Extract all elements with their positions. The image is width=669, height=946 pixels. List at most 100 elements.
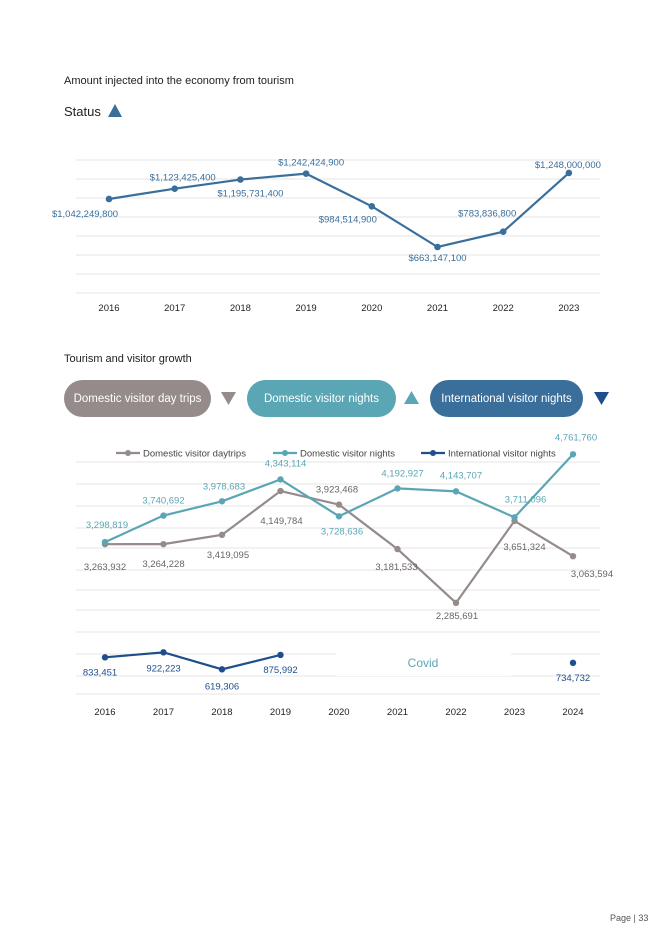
data-label: $1,242,424,900 [278, 158, 344, 169]
x-tick-label: 2020 [328, 707, 349, 718]
x-tick-label: 2022 [493, 303, 514, 314]
x-tick-label: 2021 [427, 303, 448, 314]
data-point [277, 487, 284, 495]
data-label: 4,143,707 [440, 470, 482, 481]
data-label: 4,192,927 [381, 468, 423, 479]
page-number: Page | 33 [610, 913, 649, 923]
data-point [511, 514, 518, 521]
x-tick-label: 2024 [562, 707, 583, 718]
data-label: 3,651,324 [503, 542, 545, 553]
x-tick-label: 2020 [361, 303, 382, 314]
data-label: 3,298,819 [86, 520, 128, 531]
pill-international-nights: International visitor nights [430, 380, 583, 417]
section-heading-economy: Amount injected into the economy from to… [64, 75, 294, 87]
data-label: 833,451 [83, 667, 117, 678]
data-label: 3,978,683 [203, 481, 245, 492]
x-tick-label: 2017 [153, 707, 174, 718]
data-label: $663,147,100 [408, 253, 466, 264]
data-point [434, 243, 441, 251]
legend-marker [282, 450, 288, 456]
data-label: 3,923,468 [316, 485, 358, 496]
data-label: 3,711,096 [505, 494, 547, 505]
x-tick-label: 2018 [211, 707, 232, 718]
data-point [569, 552, 577, 560]
data-point [277, 476, 284, 483]
x-tick-label: 2022 [445, 707, 466, 718]
data-label: 922,223 [146, 663, 180, 674]
legend-label: Domestic visitor nights [300, 449, 395, 460]
data-point [335, 501, 343, 508]
covid-annotation: Covid [408, 656, 439, 670]
legend-marker [430, 450, 436, 456]
status-label: Status [64, 104, 101, 119]
data-point [160, 540, 167, 548]
data-point [394, 545, 401, 553]
data-point [101, 654, 109, 661]
data-label: $1,195,731,400 [217, 189, 283, 200]
trend-up-icon [108, 104, 122, 117]
data-point [218, 531, 226, 539]
covid-band [336, 650, 511, 676]
data-label: $1,248,000,000 [535, 160, 601, 171]
data-label: $783,836,800 [458, 209, 516, 220]
x-tick-label: 2019 [270, 707, 291, 718]
data-label: 4,761,760 [555, 432, 597, 443]
data-label: 4,149,784 [260, 516, 302, 527]
data-label: 734,732 [556, 673, 590, 684]
data-label: 4,343,114 [265, 458, 307, 469]
data-point [499, 228, 507, 236]
x-tick-label: 2016 [94, 707, 115, 718]
data-label: 3,263,932 [84, 562, 126, 573]
legend-marker [125, 450, 131, 456]
data-point [237, 176, 244, 183]
trend-up-icon [404, 391, 419, 404]
x-tick-label: 2016 [98, 303, 119, 314]
section-heading-growth: Tourism and visitor growth [64, 353, 192, 365]
pill-domestic-nights: Domestic visitor nights [247, 380, 396, 417]
data-point [569, 659, 577, 667]
economy-line-chart: $1,042,249,800 $1,123,425,400$1,195,731,4… [52, 158, 601, 314]
data-point [218, 498, 226, 505]
data-point [160, 512, 167, 519]
pill-domestic-day-trips: Domestic visitor day trips [64, 380, 211, 417]
data-label: 3,728,636 [321, 526, 363, 537]
data-label: $1,042,249,800 [52, 209, 118, 220]
data-label: 2,285,691 [436, 611, 478, 622]
x-tick-label: 2019 [296, 303, 317, 314]
data-point [105, 195, 113, 203]
data-label: $984,514,900 [319, 214, 377, 225]
legend-label: International visitor nights [448, 449, 556, 460]
data-point [277, 651, 284, 659]
trend-down-icon [594, 392, 609, 405]
data-point [218, 666, 226, 673]
data-point [302, 170, 310, 177]
data-label: 875,992 [263, 665, 297, 676]
data-point [394, 485, 401, 492]
x-tick-label: 2018 [230, 303, 251, 314]
x-tick-label: 2023 [504, 707, 525, 718]
data-label: 3,264,228 [142, 559, 184, 570]
x-tick-label: 2017 [164, 303, 185, 314]
data-label: 619,306 [205, 681, 239, 692]
x-tick-label: 2023 [558, 303, 579, 314]
data-label: 3,181,533 [375, 562, 417, 573]
data-point [335, 513, 343, 520]
data-label: 3,419,095 [207, 550, 249, 561]
data-point [565, 169, 573, 177]
series-line-economy [108, 172, 570, 249]
trend-down-icon [221, 392, 236, 405]
data-label: $1,123,425,400 [150, 173, 216, 184]
data-point [452, 488, 460, 495]
data-point [368, 202, 376, 210]
data-point [171, 185, 178, 192]
data-point [452, 599, 460, 607]
series-line-international [104, 651, 281, 671]
data-point [569, 451, 577, 458]
data-point [160, 649, 167, 656]
x-tick-label: 2021 [387, 707, 408, 718]
data-label: 3,740,692 [142, 496, 184, 507]
data-point [101, 538, 109, 546]
data-label: 3,063,594 [571, 569, 613, 580]
legend-label: Domestic visitor daytrips [143, 449, 246, 460]
